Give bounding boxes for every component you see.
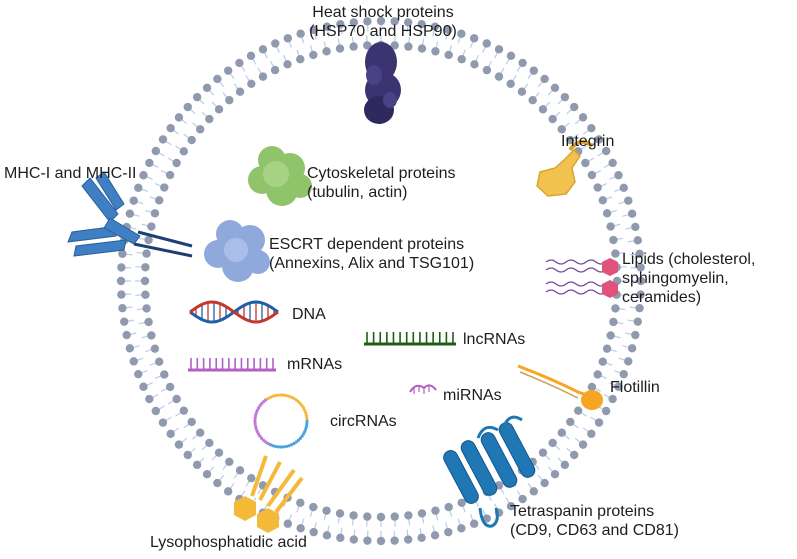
- integrin-icon: [536, 139, 594, 197]
- lncrnas-label: lncRNAs: [463, 331, 526, 348]
- cytoskeletal-protein-icon: [248, 146, 312, 206]
- circrnas-label: circRNAs: [330, 413, 397, 430]
- lncrna-icon: [364, 332, 456, 346]
- mhc-molecule-icon: [67, 171, 193, 258]
- mirnas-label: miRNAs: [443, 387, 502, 404]
- escrt-protein-icon: [204, 220, 270, 282]
- heat-shock-proteins-label: Heat shock proteins (HSP70 and HSP90): [309, 4, 457, 40]
- mrna-icon: [188, 358, 276, 372]
- mirna-icon: [409, 384, 437, 394]
- lipids-label: Lipids (cholesterol, sphingomyelin, cera…: [622, 251, 756, 306]
- cytoskeletal-proteins-label: Cytoskeletal proteins (tubulin, actin): [307, 165, 456, 201]
- lysophosphatidic-acid-label: Lysophosphatidic acid: [150, 534, 307, 551]
- heat-shock-protein-icon: [364, 42, 401, 124]
- mrnas-label: mRNAs: [287, 356, 343, 373]
- mhc-label: MHC-I and MHC-II: [4, 165, 137, 182]
- flotillin-icon: [517, 364, 603, 410]
- lipid-heads: [116, 16, 646, 546]
- lysophosphatidic-acid-icon: [234, 455, 304, 533]
- flotillin-label: Flotillin: [610, 379, 660, 396]
- circrna-icon: [253, 393, 309, 449]
- lipids-icon: [545, 258, 618, 298]
- integrin-label: Integrin: [561, 133, 615, 150]
- dna-icon: [189, 300, 279, 324]
- dna-label: DNA: [292, 306, 326, 323]
- tetraspanin-icon: [443, 415, 536, 528]
- escrt-proteins-label: ESCRT dependent proteins (Annexins, Alix…: [269, 236, 475, 272]
- tetraspanin-proteins-label: Tetraspanin proteins (CD9, CD63 and CD81…: [510, 503, 679, 539]
